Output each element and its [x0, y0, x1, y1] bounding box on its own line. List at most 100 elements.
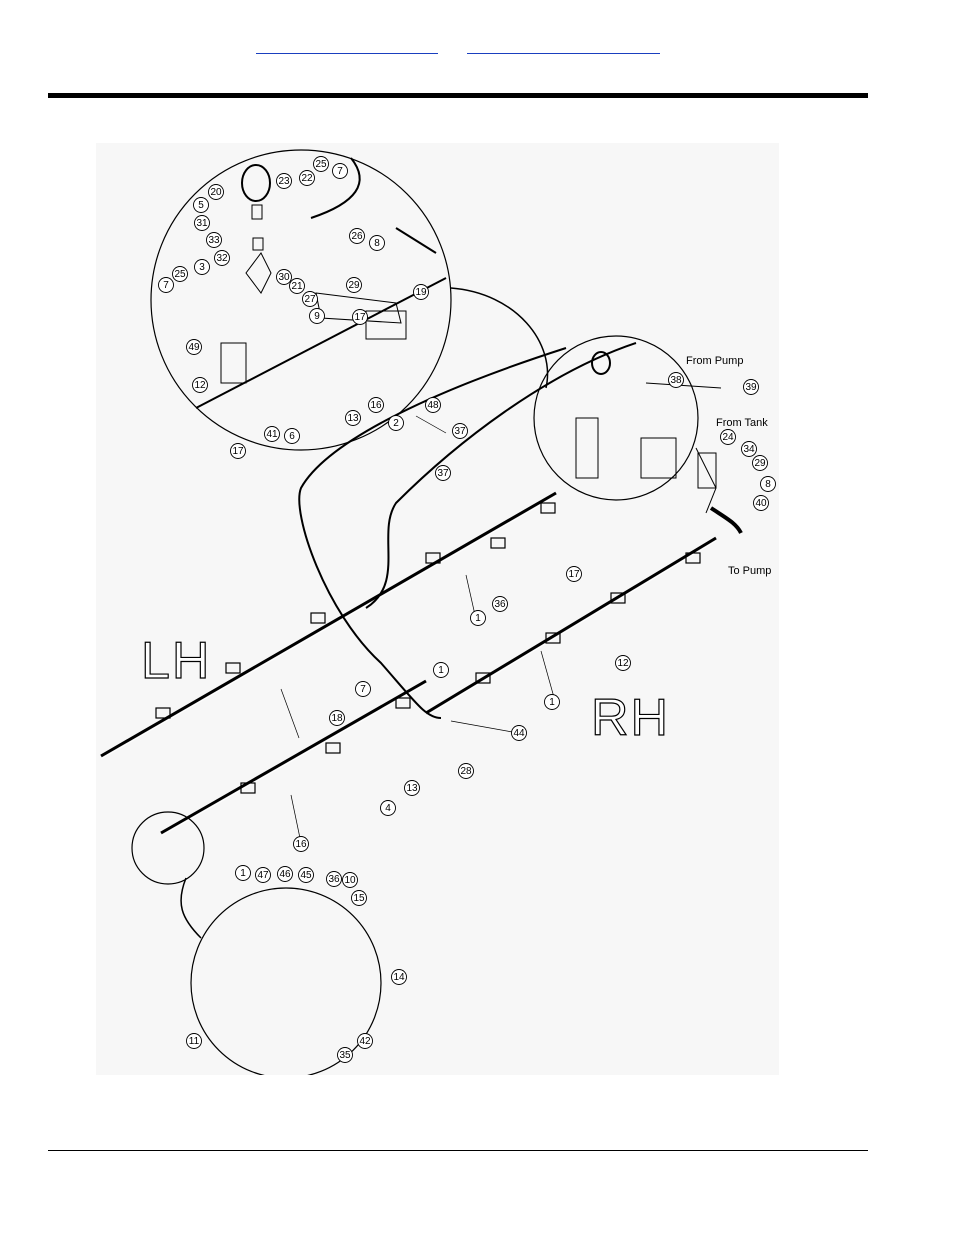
- callout-number: 37: [454, 426, 466, 437]
- callout-number: 38: [670, 375, 682, 386]
- callout-2: 5: [193, 197, 209, 213]
- callout-circle: [326, 871, 342, 887]
- callout-54: 47: [255, 867, 271, 883]
- callout-number: 33: [208, 235, 220, 246]
- callout-number: 45: [300, 870, 312, 881]
- callout-12: 41: [264, 426, 280, 442]
- callout-number: 7: [337, 166, 343, 177]
- callout-circle: [298, 867, 314, 883]
- flow-label-from-pump: From Pump: [686, 355, 743, 367]
- callout-circle: [368, 397, 384, 413]
- callout-number: 35: [339, 1050, 351, 1061]
- callout-37: 8: [760, 476, 776, 492]
- callout-circle: [346, 277, 362, 293]
- callout-number: 37: [437, 468, 449, 479]
- callout-circle: [206, 232, 222, 248]
- callout-circle: [369, 235, 385, 251]
- callout-circle: [186, 1033, 202, 1049]
- callout-34: 24: [720, 429, 736, 445]
- callout-56: 45: [298, 867, 314, 883]
- callout-circle: [492, 596, 508, 612]
- callout-46: 44: [511, 725, 527, 741]
- callout-circle: [329, 710, 345, 726]
- callout-63: 11: [186, 1033, 202, 1049]
- callout-number: 42: [359, 1036, 371, 1047]
- callout-number: 34: [743, 444, 755, 455]
- callout-number: 9: [314, 311, 320, 322]
- callout-number: 32: [216, 253, 228, 264]
- callout-circle: [352, 309, 368, 325]
- callout-number: 16: [295, 839, 307, 850]
- callout-13: 6: [284, 428, 300, 444]
- callout-number: 17: [354, 312, 366, 323]
- callout-circle: [302, 291, 318, 307]
- callout-number: 1: [240, 868, 246, 879]
- callout-number: 16: [370, 400, 382, 411]
- callout-44: 1: [544, 694, 560, 710]
- callout-number: 25: [315, 159, 327, 170]
- callout-circle: [743, 379, 759, 395]
- callout-circle: [544, 694, 560, 710]
- callout-circle: [332, 163, 348, 179]
- callout-49: 18: [329, 710, 345, 726]
- callout-number: 14: [393, 972, 405, 983]
- header-link-2[interactable]: [467, 38, 660, 56]
- flow-label-from-tank: From Tank: [716, 417, 768, 429]
- callout-45: 1: [433, 662, 449, 678]
- callout-number: 13: [406, 783, 418, 794]
- callout-15: 22: [299, 170, 315, 186]
- callout-43: 37: [435, 465, 451, 481]
- callout-circle: [752, 455, 768, 471]
- callout-circle: [235, 865, 251, 881]
- callout-number: 26: [351, 231, 363, 242]
- callout-16: 25: [313, 156, 329, 172]
- callout-29: 2: [388, 415, 404, 431]
- callout-number: 17: [232, 446, 244, 457]
- callout-circle: [172, 266, 188, 282]
- callout-number: 40: [755, 498, 767, 509]
- header-link-1[interactable]: [256, 38, 438, 56]
- callout-number: 23: [278, 176, 290, 187]
- callout-33: 39: [743, 379, 759, 395]
- callout-circle: [566, 566, 582, 582]
- callout-39: 17: [566, 566, 582, 582]
- callout-18: 26: [349, 228, 365, 244]
- callout-number: 39: [745, 382, 757, 393]
- callout-number: 10: [344, 875, 356, 886]
- callout-20: 30: [276, 269, 292, 285]
- callout-number: 47: [257, 870, 269, 881]
- callout-22: 27: [302, 291, 318, 307]
- side-label-rh: RH: [591, 689, 670, 747]
- callout-38: 40: [753, 495, 769, 511]
- callout-23: 9: [309, 308, 325, 324]
- callout-40: 36: [492, 596, 508, 612]
- callout-number: 13: [347, 413, 359, 424]
- callout-circle: [753, 495, 769, 511]
- callout-60: 14: [391, 969, 407, 985]
- callout-number: 29: [348, 280, 360, 291]
- callout-number: 1: [438, 665, 444, 676]
- callout-14: 23: [276, 173, 292, 189]
- callout-circle: [255, 867, 271, 883]
- callout-number: 44: [513, 728, 525, 739]
- callout-circle: [186, 339, 202, 355]
- callout-circle: [349, 228, 365, 244]
- callout-circle: [277, 866, 293, 882]
- callout-1: 20: [208, 184, 224, 200]
- callout-number: 48: [427, 400, 439, 411]
- callout-circle: [342, 872, 358, 888]
- callout-31: 37: [452, 423, 468, 439]
- callout-number: 3: [199, 262, 205, 273]
- callout-circle: [741, 441, 757, 457]
- callout-number: 25: [174, 269, 186, 280]
- callout-number: 17: [568, 569, 580, 580]
- callout-55: 46: [277, 866, 293, 882]
- callout-number: 31: [196, 218, 208, 229]
- callout-number: 8: [374, 238, 380, 249]
- callout-57: 36: [326, 871, 342, 887]
- callout-circle: [391, 969, 407, 985]
- callout-number: 7: [360, 684, 366, 695]
- callout-number: 1: [475, 613, 481, 624]
- callout-circle: [264, 426, 280, 442]
